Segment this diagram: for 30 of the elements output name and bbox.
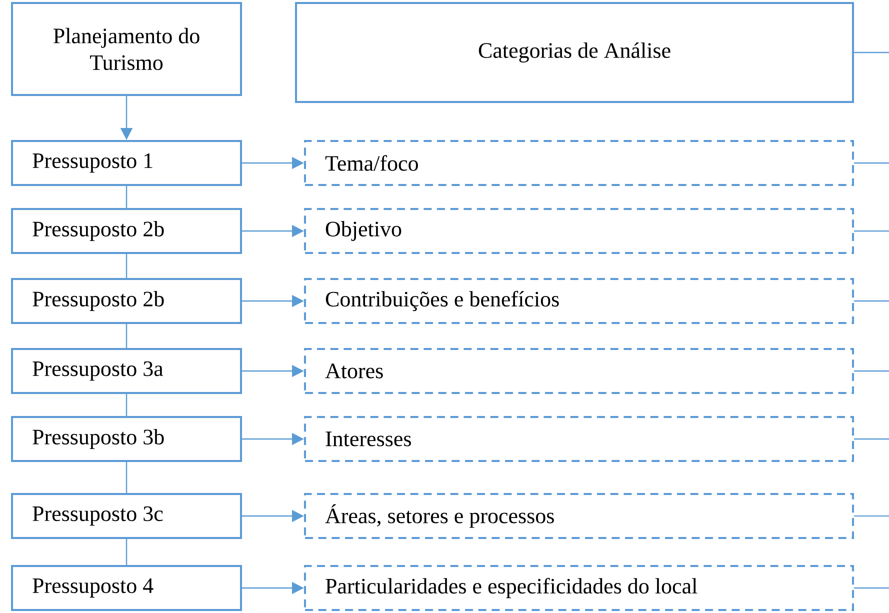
process-box: Pressuposto 3b — [11, 416, 242, 462]
process-box: Pressuposto 2b — [11, 208, 242, 254]
connector-line — [854, 52, 889, 54]
connector-line — [854, 370, 889, 372]
process-box: Pressuposto 3c — [11, 492, 242, 539]
connector-line — [126, 254, 128, 278]
process-box: Pressuposto 1 — [11, 140, 242, 186]
connector-line — [126, 462, 128, 493]
connector-line — [854, 300, 889, 302]
connector-line — [854, 162, 889, 164]
connector-line — [854, 230, 889, 232]
dashed-box: Interesses — [304, 416, 854, 462]
dashed-box: Áreas, setores e processos — [304, 492, 854, 539]
connector-line — [854, 587, 889, 589]
dashed-box: Tema/foco — [304, 140, 854, 186]
process-box: Planejamento do Turismo — [11, 2, 242, 96]
dashed-box: Atores — [304, 348, 854, 394]
connector-line — [854, 438, 889, 440]
dashed-box: Particularidades e especificidades do local — [304, 564, 854, 611]
process-box: Pressuposto 4 — [11, 564, 242, 611]
dashed-box: Contribuições e benefícios — [304, 278, 854, 324]
connector-line — [854, 515, 889, 517]
process-box: Pressuposto 3a — [11, 348, 242, 394]
connector-line — [126, 186, 128, 208]
process-box: Categorias de Análise — [295, 2, 854, 103]
process-box: Pressuposto 2b — [11, 278, 242, 324]
connector-line — [126, 324, 128, 348]
connector-line — [126, 394, 128, 416]
dashed-box: Objetivo — [304, 208, 854, 254]
connector-line — [126, 538, 128, 565]
